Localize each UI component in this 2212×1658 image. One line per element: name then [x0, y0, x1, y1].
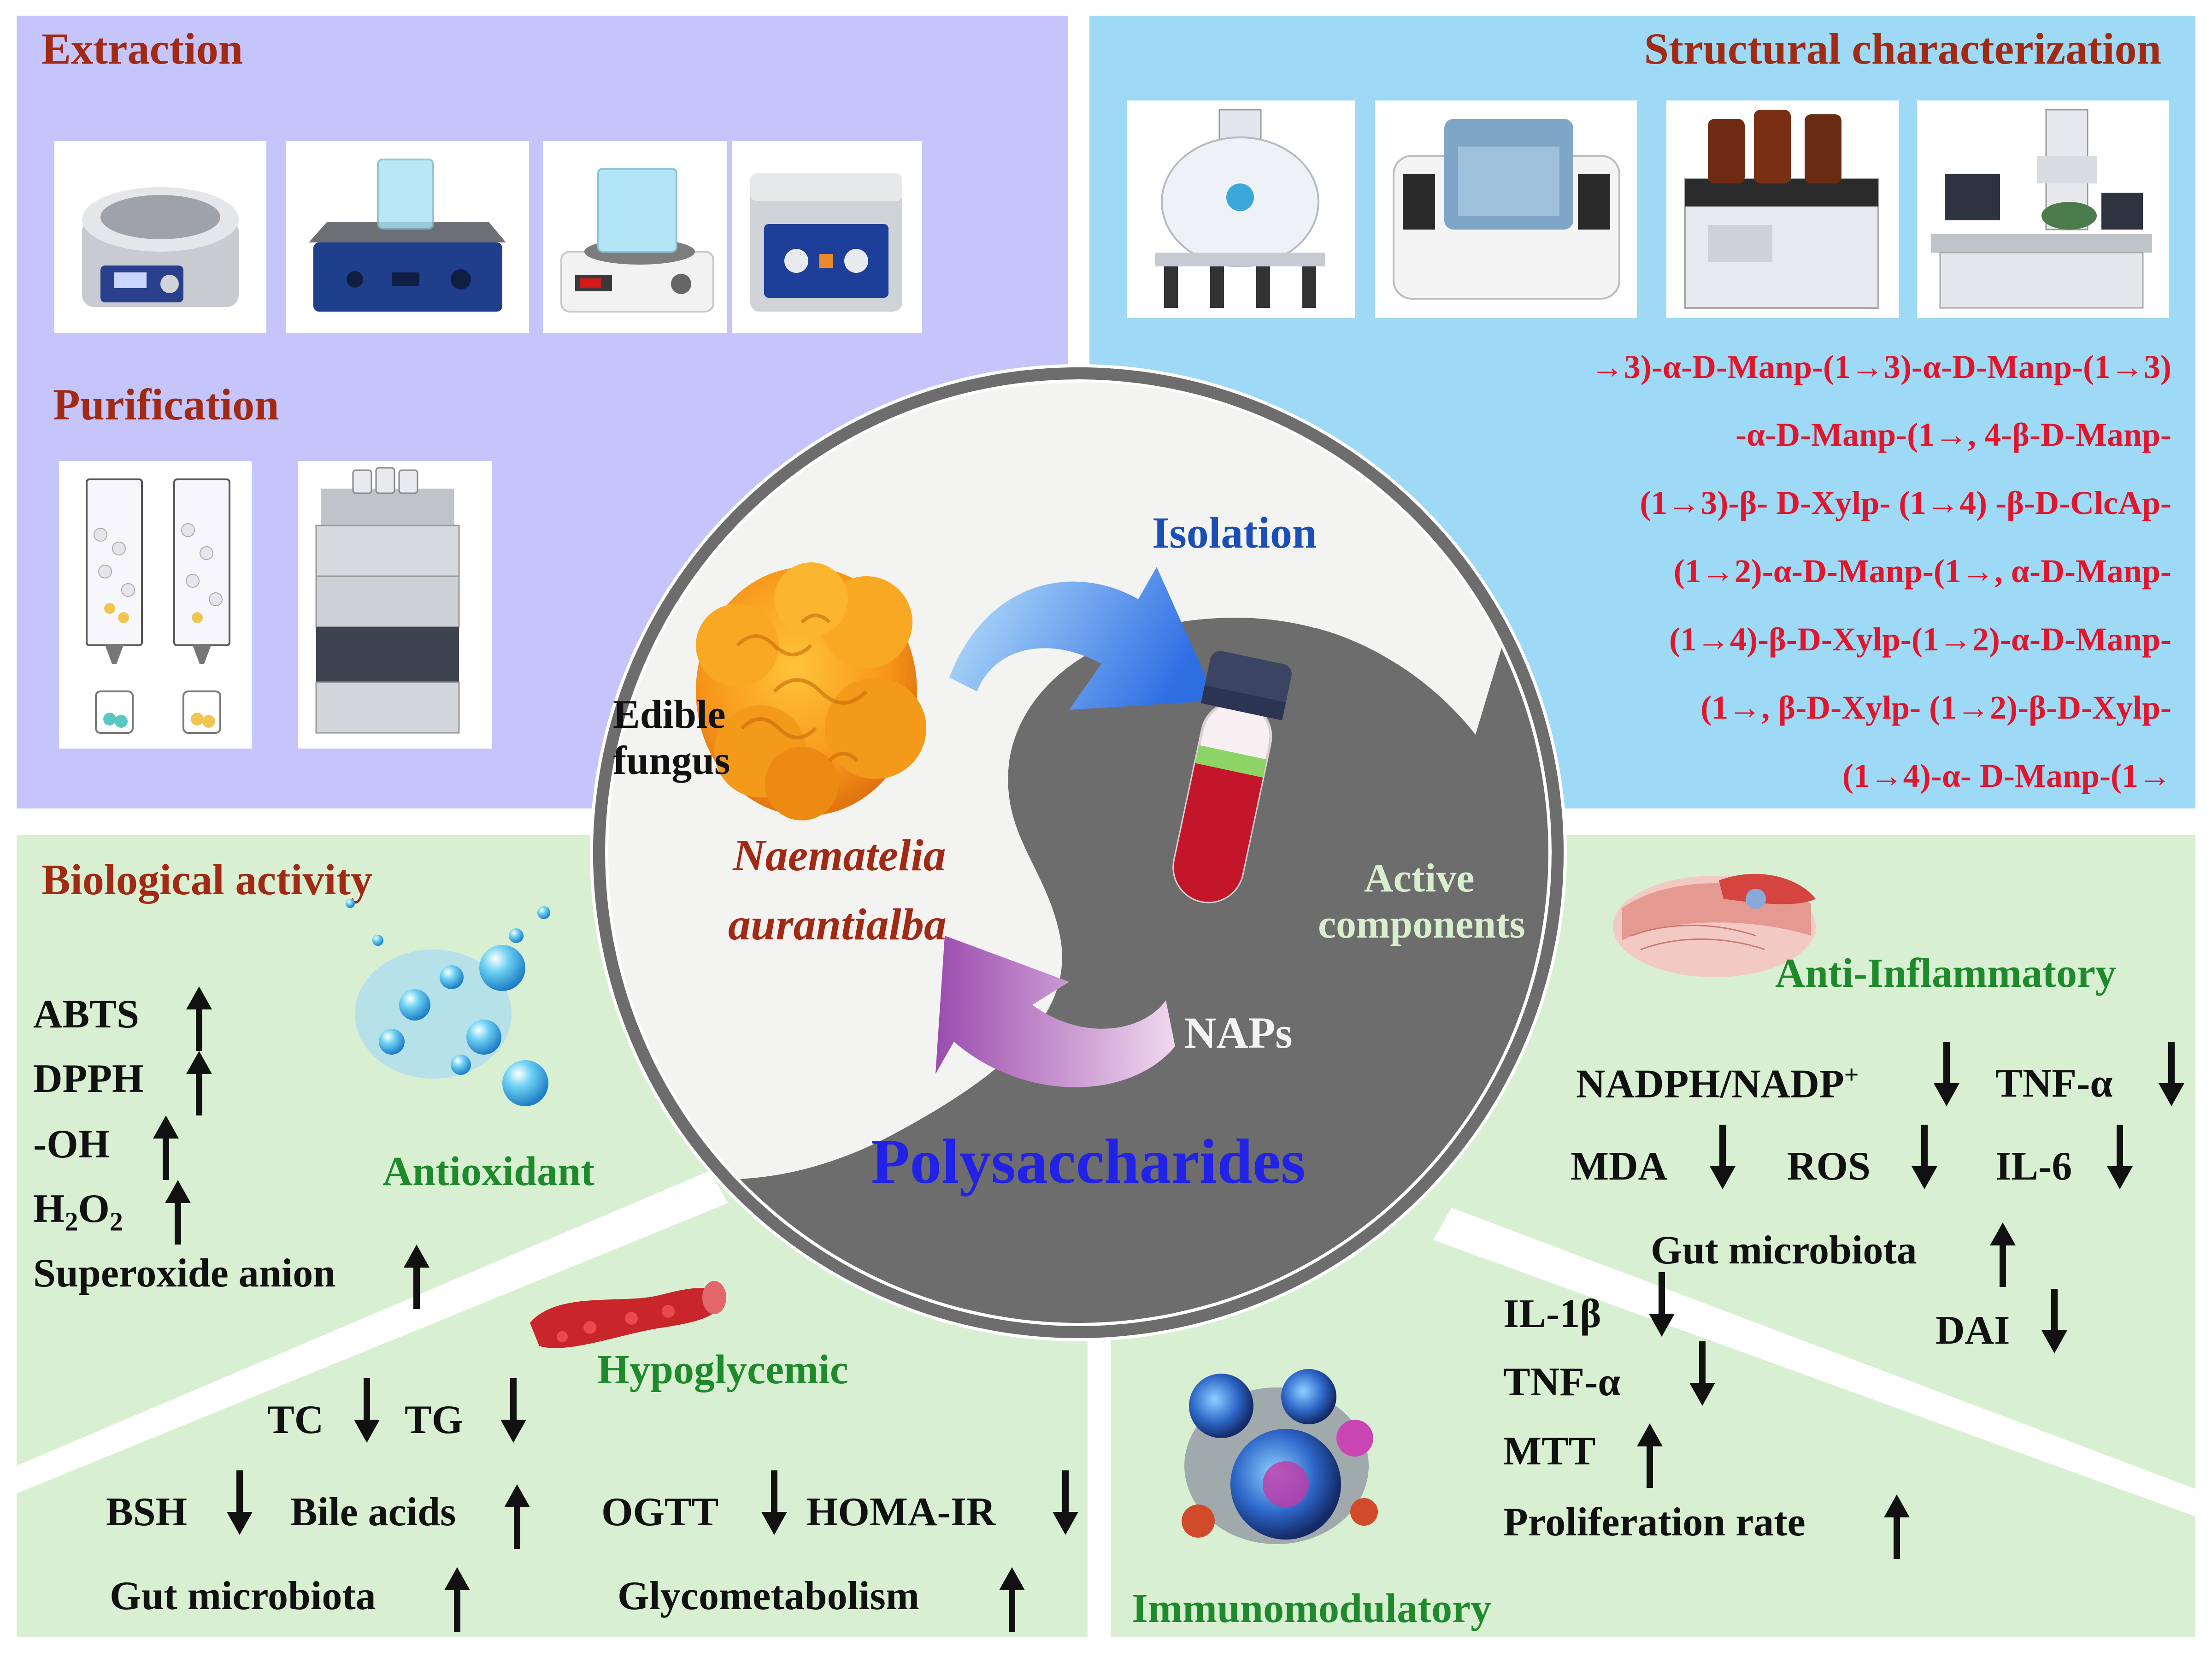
antioxidant-label: Antioxidant	[382, 1149, 595, 1194]
il6-down-arrow	[2107, 1125, 2133, 1189]
hypo-gut-up-arrow	[444, 1567, 470, 1632]
bile-acids-item: Bile acids	[290, 1490, 456, 1534]
antioxidant-item-abts: ABTS	[33, 992, 139, 1037]
gut-microbiota-item: Gut microbiota	[1651, 1228, 1917, 1273]
il1b-down-arrow	[1649, 1272, 1675, 1337]
heating-plate-image	[286, 141, 529, 333]
hplc-system-image	[298, 461, 492, 749]
tnf-down-arrow	[2159, 1042, 2184, 1106]
antioxidant-item-h2o2: H2O2	[33, 1186, 123, 1237]
antioxidant-item-oh: -OH	[33, 1122, 110, 1167]
mda-down-arrow	[1710, 1125, 1735, 1189]
sequence-line-6: (1→, β-D-Xylp- (1→2)-β-D-Xylp-	[1700, 689, 2171, 726]
blood-vessel-image	[530, 1281, 726, 1348]
active-label-line2: components	[1318, 902, 1525, 947]
naps-label: NAPs	[1184, 1008, 1293, 1057]
ftir-spectrometer-image	[1375, 100, 1637, 318]
bsh-item: BSH	[106, 1490, 188, 1534]
gc-instrument-image	[1666, 100, 1899, 318]
chromatography-columns-image	[59, 461, 252, 749]
glycometabolism-item: Glycometabolism	[618, 1574, 920, 1618]
mda-item: MDA	[1571, 1144, 1668, 1189]
immuno-tnf-down-arrow	[1689, 1341, 1715, 1406]
tnf-item: TNF-α	[1995, 1061, 2113, 1106]
mtt-item: MTT	[1503, 1429, 1596, 1474]
nadph-down-arrow	[1934, 1042, 1959, 1106]
electron-microscope-image	[1917, 100, 2169, 318]
tc-item: TC	[267, 1398, 324, 1442]
tg-item: TG	[405, 1398, 464, 1442]
tissue-image	[1613, 873, 1816, 977]
species-label-line1: Naematelia	[733, 831, 946, 880]
water-bath-image	[54, 141, 266, 333]
tc-down-arrow	[354, 1378, 380, 1443]
ogtt-down-arrow	[761, 1470, 787, 1535]
structural-title: Structural characterization	[1644, 24, 2161, 73]
central-diagram	[590, 364, 1567, 1341]
ros-down-arrow	[1912, 1125, 1937, 1189]
sequence-line-1: →3)-α-D-Manp-(1→3)-α-D-Manp-(1→3)	[1590, 348, 2171, 385]
homa-down-arrow	[1053, 1470, 1078, 1535]
biological-title: Biological activity	[41, 856, 372, 904]
isolation-arrow	[949, 567, 1217, 710]
h2o2-up-arrow	[165, 1180, 191, 1245]
ultrasonic-bath-image	[732, 141, 922, 333]
sequence-line-4: (1→2)-α-D-Manp-(1→, α-D-Manp-	[1673, 553, 2171, 590]
bsh-down-arrow	[227, 1470, 253, 1535]
antioxidant-item-dpph: DPPH	[33, 1056, 144, 1101]
hypoglycemic-label: Hypoglycemic	[597, 1347, 848, 1392]
homa-ir-item: HOMA-IR	[806, 1490, 996, 1534]
bile-up-arrow	[504, 1484, 530, 1549]
magnetic-stirrer-image	[543, 141, 727, 333]
edible-label-line1: Edible	[613, 692, 726, 737]
test-tube-icon	[1172, 651, 1292, 903]
immune-cells-image	[1182, 1369, 1378, 1544]
return-arrow	[935, 936, 1175, 1087]
immuno-tnf-item: TNF-α	[1503, 1360, 1621, 1404]
gut-up-arrow	[1990, 1222, 2016, 1287]
tg-down-arrow	[500, 1378, 526, 1443]
species-label-line2: aurantialba	[728, 900, 947, 950]
polysaccharides-label: Polysaccharides	[871, 1126, 1306, 1197]
sequence-line-3: (1→3)-β- D-Xylp- (1→4) -β-D-ClcAp-	[1640, 484, 2171, 521]
antioxidant-item-superoxide: Superoxide anion	[33, 1251, 336, 1296]
abts-up-arrow	[186, 986, 212, 1051]
nadph-item: NADPH/NADP+	[1576, 1061, 1859, 1107]
dpph-up-arrow	[186, 1051, 212, 1115]
hypo-gut-microbiota-item: Gut microbiota	[110, 1574, 376, 1618]
fungus-image	[696, 562, 926, 820]
mtt-up-arrow	[1637, 1423, 1663, 1488]
ros-item: ROS	[1787, 1144, 1871, 1189]
sequence-line-2: -α-D-Manp-(1→, 4-β-D-Manp-	[1735, 416, 2171, 453]
dai-down-arrow	[2041, 1289, 2067, 1353]
prolif-up-arrow	[1884, 1494, 1910, 1559]
oh-up-arrow	[153, 1115, 179, 1180]
sequence-line-5: (1→4)-β-D-Xylp-(1→2)-α-D-Manp-	[1669, 621, 2171, 658]
il1b-item: IL-1β	[1503, 1292, 1601, 1336]
nmr-spectrometer-image	[1127, 100, 1355, 318]
anti-inflammatory-label: Anti-Inflammatory	[1775, 950, 2116, 996]
superoxide-up-arrow	[404, 1245, 429, 1309]
isolation-label: Isolation	[1152, 508, 1317, 557]
ogtt-item: OGTT	[601, 1490, 719, 1534]
sequence-line-7: (1→4)-α- D-Manp-(1→	[1842, 757, 2171, 794]
proliferation-item: Proliferation rate	[1503, 1500, 1806, 1545]
extraction-title: Extraction	[41, 24, 243, 73]
bubbles-image	[346, 899, 550, 1106]
immunomodulatory-label: Immunomodulatory	[1132, 1586, 1492, 1631]
glyco-up-arrow	[999, 1567, 1025, 1632]
il6-item: IL-6	[1995, 1144, 2072, 1189]
purification-title: Purification	[53, 380, 279, 429]
edible-label-line2: fungus	[613, 738, 730, 783]
active-label-line1: Active	[1364, 856, 1475, 901]
dai-item: DAI	[1936, 1308, 2010, 1353]
